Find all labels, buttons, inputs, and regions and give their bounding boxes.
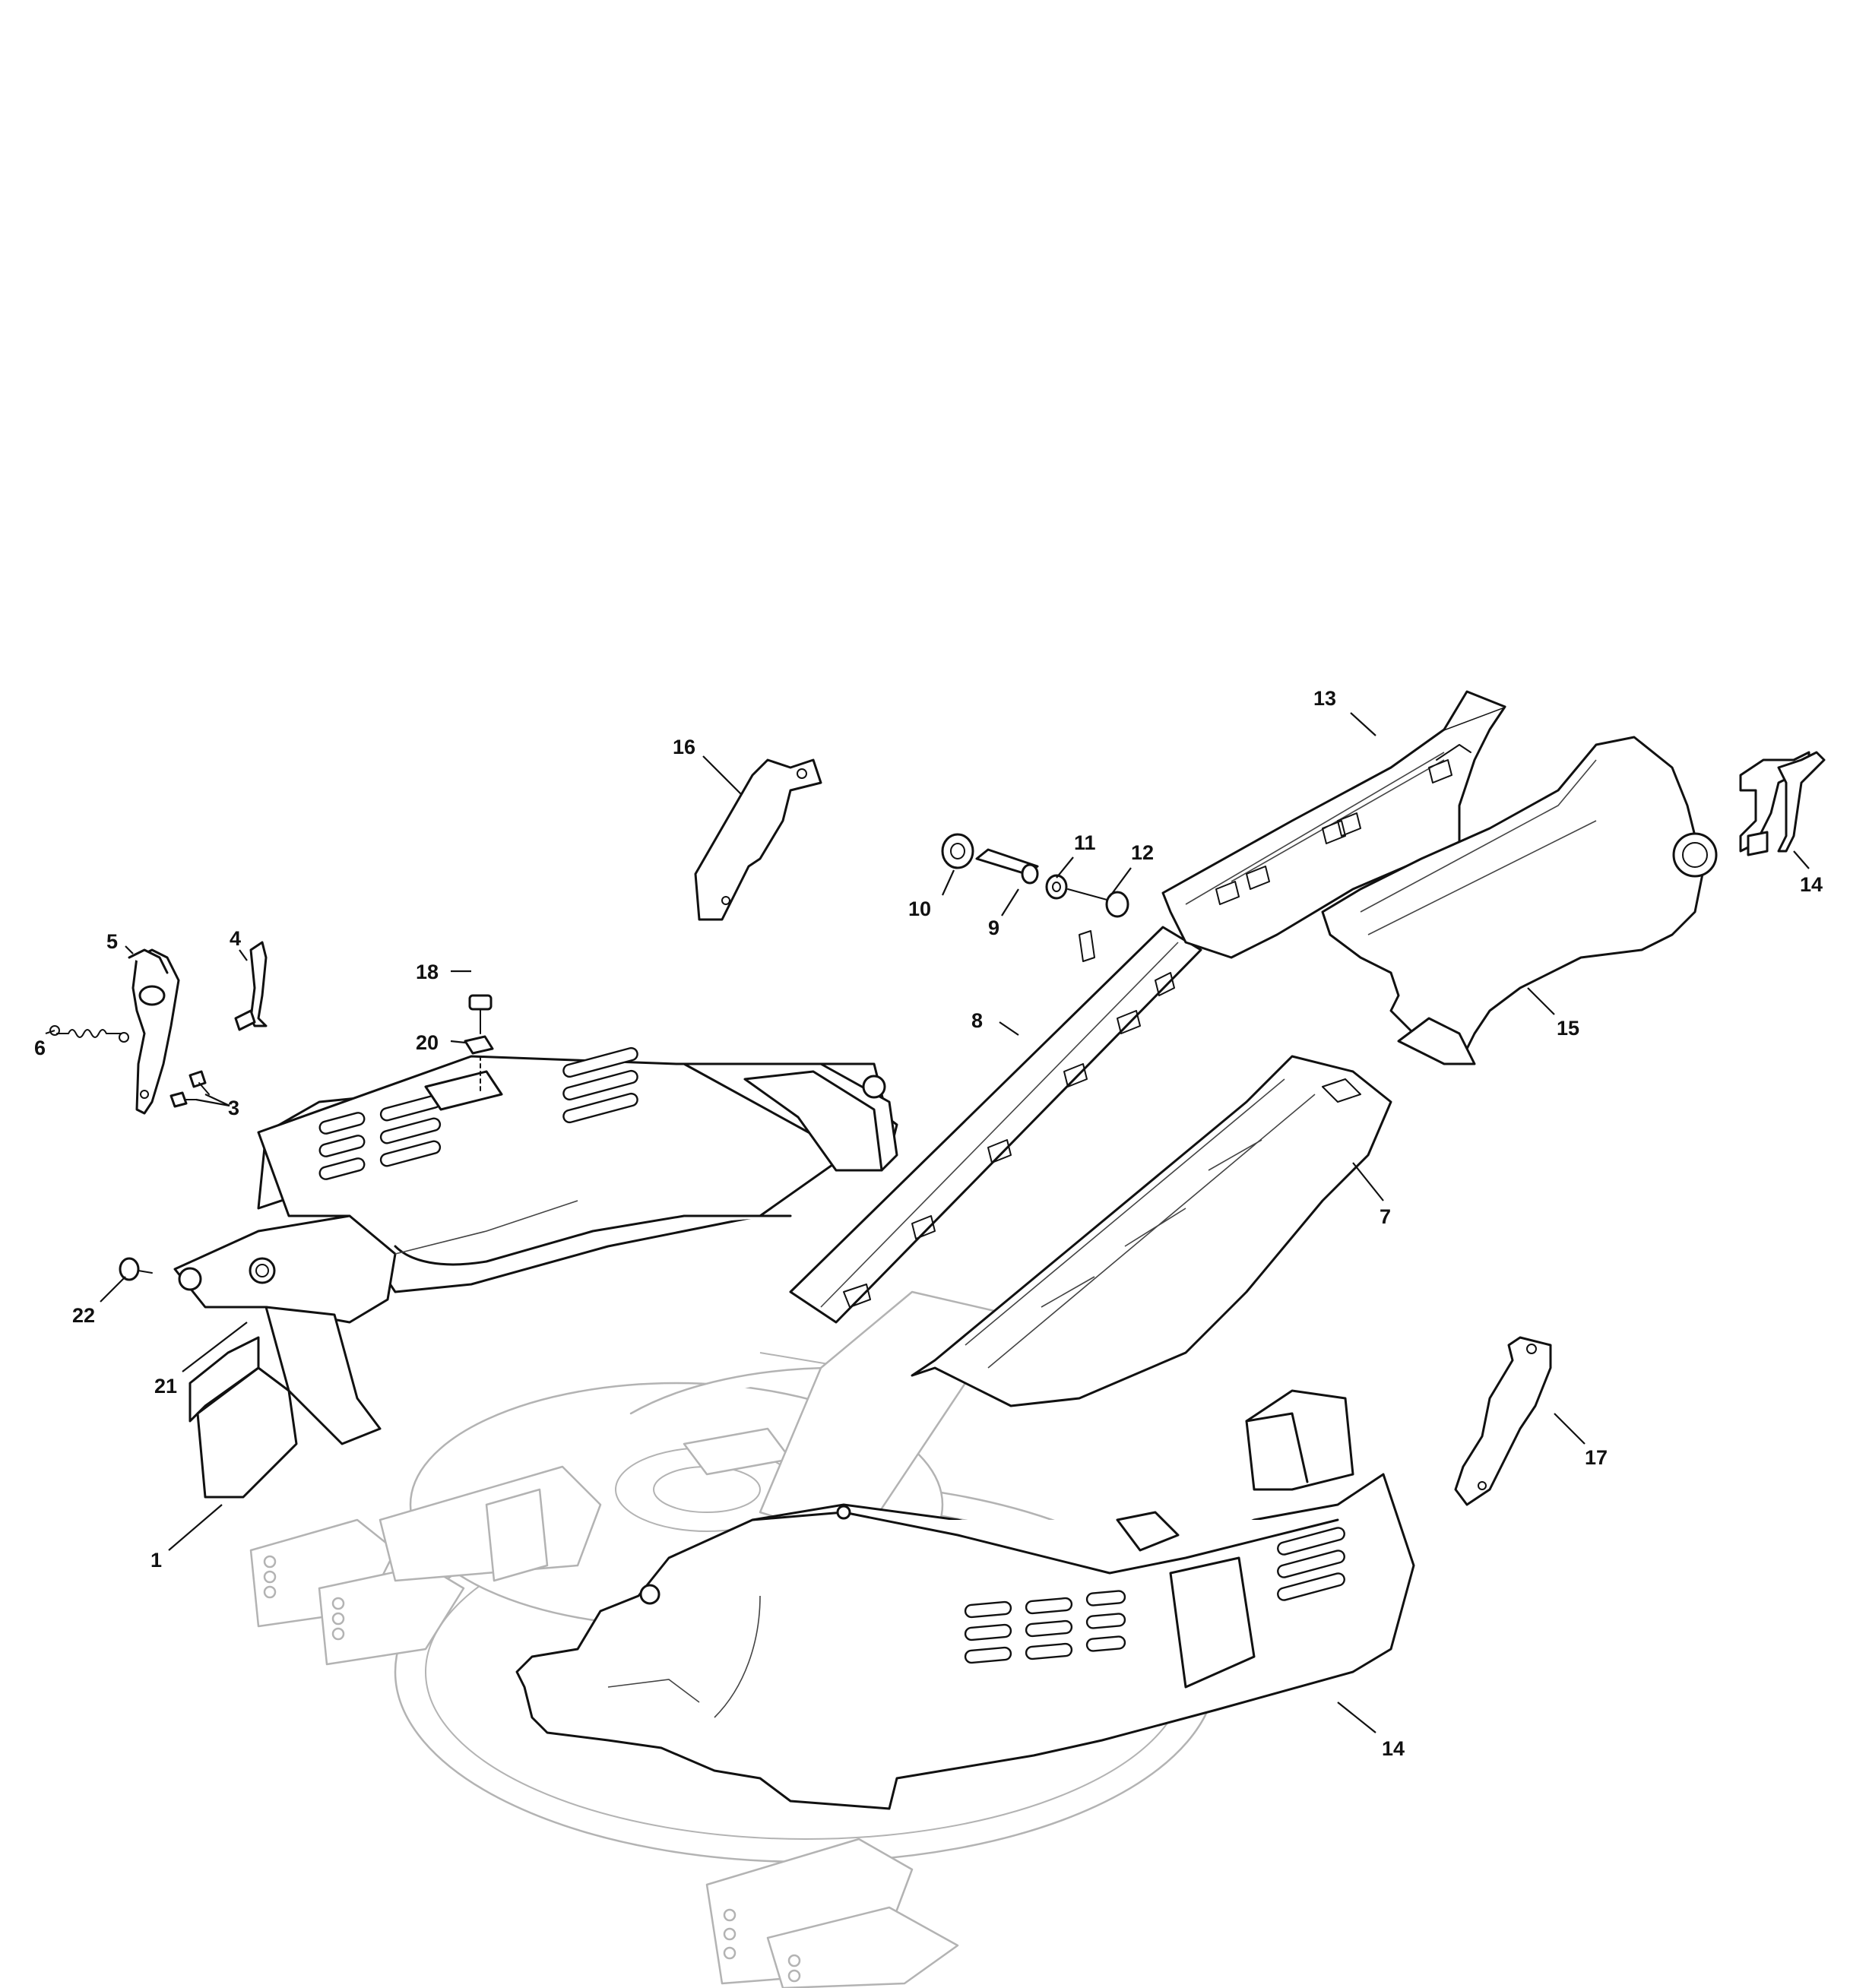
callout-17: 17 (1585, 1446, 1608, 1469)
pin-9 (975, 848, 1039, 885)
bushing-10 (941, 833, 974, 869)
bracket-17 (1454, 1336, 1552, 1506)
callout-21: 21 (154, 1375, 177, 1398)
clip-4 (234, 941, 268, 1031)
lever-5 (128, 948, 180, 1115)
spring-6 (49, 1025, 129, 1043)
bolt-12 (1067, 888, 1129, 918)
latch-bracket-14 (1739, 751, 1826, 856)
callout-20: 20 (416, 1031, 439, 1054)
nut-20 (464, 1035, 494, 1095)
callout-4: 4 (230, 927, 241, 950)
callout-8: 8 (971, 1009, 983, 1032)
callout-16: 16 (673, 736, 695, 758)
screw-18 (468, 994, 493, 1034)
callout-14-latch: 14 (1800, 873, 1823, 896)
washer-11 (1045, 874, 1068, 900)
callout-6: 6 (34, 1037, 46, 1059)
callout-labels: 1 3 4 5 6 7 8 9 10 11 12 13 14 14 15 16 … (34, 687, 1823, 1760)
chute-top-13 (1161, 690, 1506, 959)
hinged-flap-8 (789, 926, 1202, 1324)
callout-5: 5 (106, 930, 118, 953)
callout-10: 10 (908, 897, 931, 920)
right-housing-14 (515, 1389, 1415, 1810)
chute-cover-7 (759, 1055, 1392, 1544)
callout-15: 15 (1557, 1017, 1579, 1040)
callout-11: 11 (1074, 831, 1096, 854)
collector-spout-15 (1321, 736, 1718, 1065)
callout-7: 7 (1380, 1205, 1391, 1228)
bracket-16 (694, 758, 822, 921)
callout-14-housing: 14 (1382, 1737, 1405, 1760)
callout-9: 9 (988, 916, 999, 939)
callout-13: 13 (1313, 687, 1336, 710)
screws-3 (169, 1070, 210, 1108)
callout-12: 12 (1131, 841, 1154, 864)
screw-22 (119, 1257, 153, 1281)
callout-18: 18 (416, 961, 439, 983)
left-housing-1 (173, 1046, 898, 1499)
callout-3: 3 (228, 1097, 239, 1119)
leader-lines (45, 712, 1810, 1733)
callout-22: 22 (72, 1304, 95, 1327)
callout-1: 1 (150, 1549, 162, 1572)
